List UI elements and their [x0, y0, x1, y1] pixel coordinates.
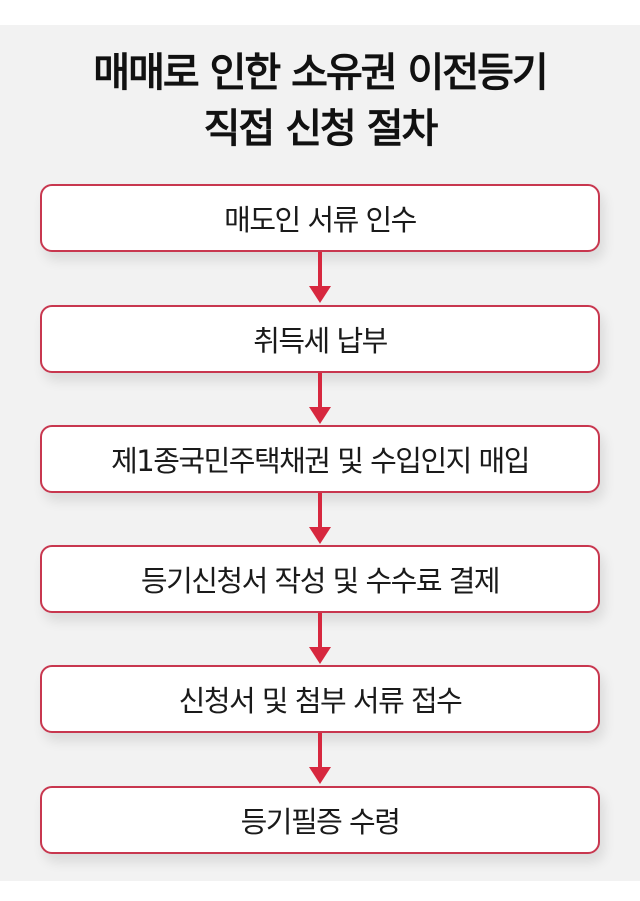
step-5-box: 신청서 및 첨부 서류 접수 [40, 665, 600, 733]
step-label: 신청서 및 첨부 서류 접수 [178, 684, 463, 718]
step-1-box: 매도인 서류 인수 [40, 184, 600, 252]
step-4-box: 등기신청서 작성 및 수수료 결제 [40, 545, 600, 613]
step-6-box: 등기필증 수령 [40, 786, 600, 854]
title-line-2: 직접 신청 절차 [203, 106, 439, 152]
arrow-down-icon [309, 733, 331, 786]
step-label: 취득세 납부 [253, 324, 388, 358]
arrow-down-icon [309, 252, 331, 305]
step-3-box: 제1종국민주택채권 및 수입인지 매입 [40, 425, 600, 493]
step-2-box: 취득세 납부 [40, 305, 600, 373]
arrow-down-icon [309, 613, 331, 666]
step-label: 매도인 서류 인수 [224, 203, 417, 237]
step-label: 등기신청서 작성 및 수수료 결제 [140, 564, 501, 598]
arrow-down-icon [309, 373, 331, 426]
arrow-down-icon [309, 493, 331, 546]
title-line-1: 매매로 인한 소유권 이전등기 [93, 50, 548, 96]
step-label: 등기필증 수령 [240, 805, 401, 839]
step-label: 제1종국민주택채권 및 수입인지 매입 [111, 444, 530, 478]
